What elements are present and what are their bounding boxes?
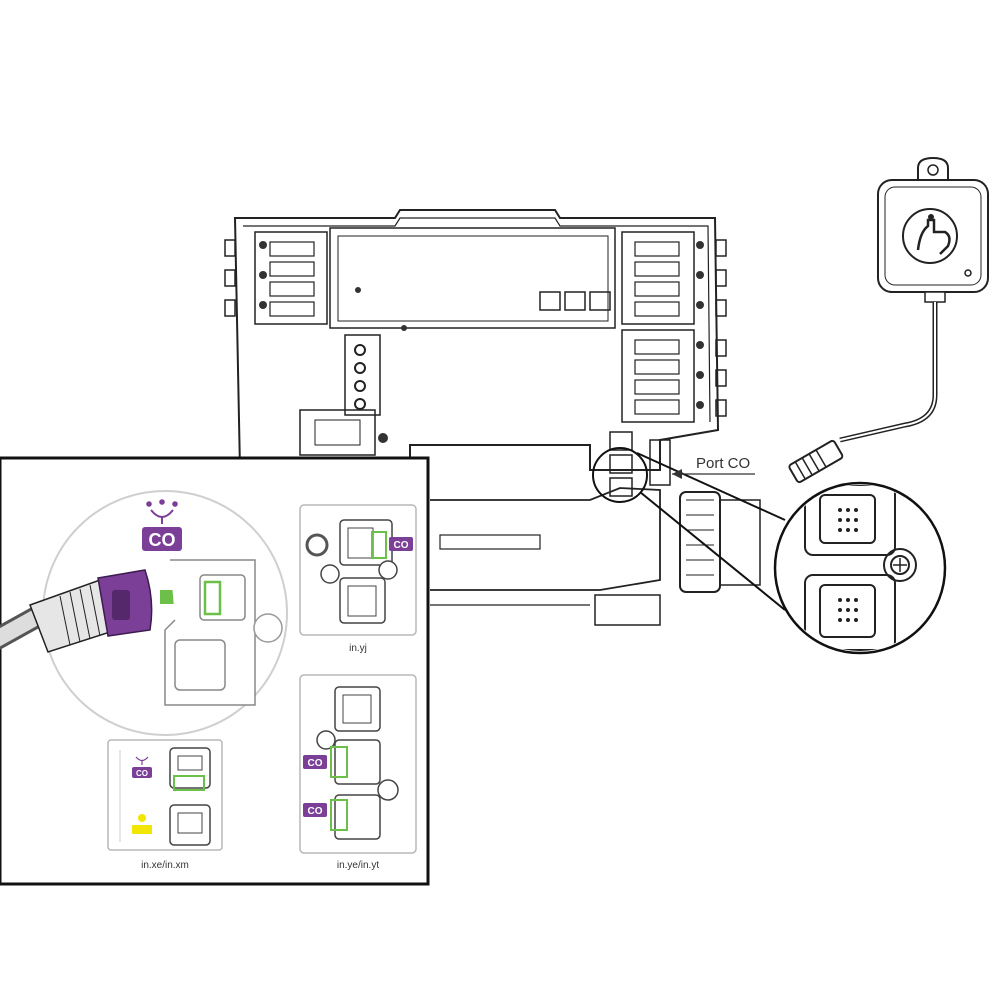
- screw-icon: [378, 560, 398, 580]
- wifi-connector-icon: [146, 499, 178, 524]
- co-badge-label: CO: [149, 530, 176, 550]
- zoom-leader-lines: [636, 452, 786, 611]
- connection-detail-inset: CO: [0, 456, 430, 886]
- screw-icon: [316, 730, 336, 750]
- panel-in-xe-xm: CO in.xe/in.xm: [107, 739, 223, 871]
- spa-control-pack: [224, 209, 761, 626]
- co-badge-label: CO: [136, 769, 148, 778]
- screw-icon: [259, 241, 704, 443]
- panel-in-yj: CO in.yj: [299, 504, 417, 654]
- co-port-highlight: [371, 531, 387, 559]
- co-port-highlight: [330, 746, 348, 778]
- wifi-connector-icon: [135, 756, 149, 765]
- co-connection-closeup: CO: [0, 490, 288, 736]
- touchpad-icon: [902, 208, 958, 264]
- co-badge-label: CO: [308, 806, 323, 817]
- port-co-callout: Port CO: [672, 455, 755, 479]
- port-zoom-view: [773, 481, 947, 655]
- co-port-highlight: [203, 580, 222, 616]
- co-badge: [303, 755, 327, 769]
- co-badge: [389, 537, 413, 551]
- screw-icon: [883, 548, 917, 582]
- co-badge: [132, 767, 152, 778]
- co-badge-label: CO: [394, 540, 409, 551]
- port-co-highlight: [592, 447, 648, 503]
- arrow-icon: [672, 469, 682, 479]
- screw-icon: [320, 564, 340, 584]
- light-bulb-icon: [132, 814, 152, 834]
- co-port-highlight: [173, 775, 205, 791]
- caption-in-ye-yt: in.ye/in.yt: [337, 860, 379, 871]
- co-badge-label: CO: [308, 758, 323, 769]
- touchpad-accessory: [788, 156, 989, 484]
- co-badge: [303, 803, 327, 817]
- caption-in-xe-xm: in.xe/in.xm: [141, 860, 189, 871]
- port-co-label: Port CO: [696, 455, 750, 472]
- co-badge: [142, 527, 182, 551]
- caption-in-yj: in.yj: [349, 643, 367, 654]
- screw-icon: [377, 779, 399, 801]
- co-port-highlight: [330, 799, 348, 831]
- panel-in-ye-yt: CO CO in.ye/in.yt: [299, 674, 417, 871]
